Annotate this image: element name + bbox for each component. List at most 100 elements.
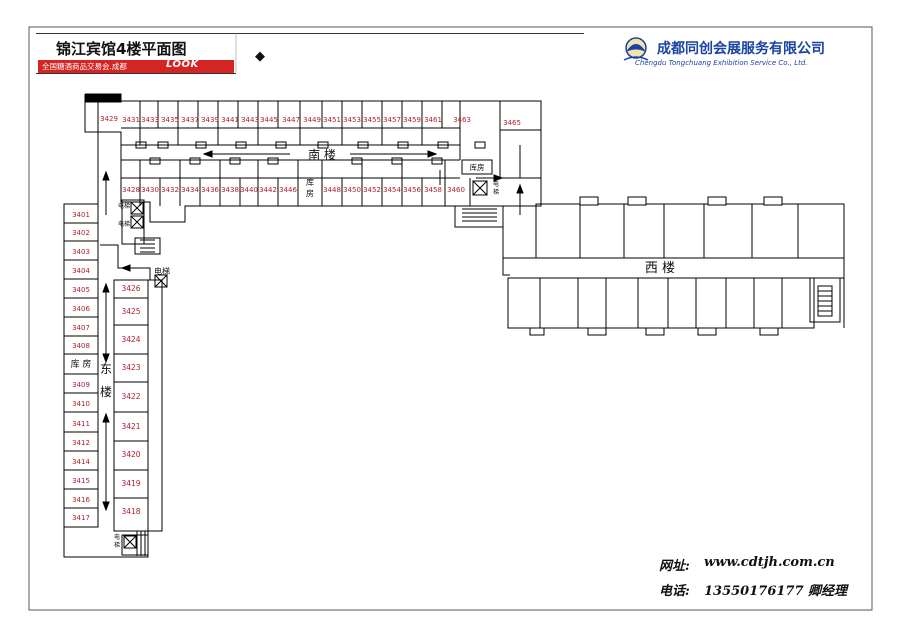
room-label: 3423 [121, 363, 140, 372]
elevator-label-south-1: 电 [114, 533, 120, 541]
storage-label-3460: 库房 [470, 162, 485, 172]
corridor-arrows-east [102, 264, 148, 512]
room-label: 3460 [447, 186, 465, 194]
room-label: 3412 [72, 439, 90, 447]
room-label: 3411 [72, 420, 90, 428]
room-label: 3451 [323, 116, 341, 124]
west-wing-label: 西 楼 [645, 261, 675, 276]
room-label: 3432 [161, 186, 179, 194]
room-label: 3459 [403, 116, 421, 124]
storage-label-south-1: 库 [306, 177, 314, 187]
lotus-emblem-icon [623, 37, 649, 61]
elevator-label-east: 电梯 [154, 266, 170, 276]
room-label: 3430 [141, 186, 159, 194]
room-labels-east-outer: 3401 3402 3403 3404 3405 3406 3407 3408 … [72, 211, 90, 522]
room-label: 3416 [72, 496, 90, 504]
room-label: 3435 [161, 116, 179, 124]
room-labels-north: 3429 3431 3433 3435 3437 3439 3441 3443 … [100, 115, 521, 127]
room-label: 3448 [323, 186, 341, 194]
event-banner: 全国糖酒商品交易会.成都 LOOK [38, 59, 234, 73]
facility-labels: 南 楼 西 楼 东 楼 库 房 库 房 库房 电梯 电梯 电梯 电 梯 电 梯 [71, 147, 676, 549]
room-label: 3408 [72, 342, 90, 350]
room-labels-east-inner: 3426 3425 3424 3423 3422 3421 3420 3419 … [121, 284, 140, 516]
east-wing-label-1: 东 [100, 362, 112, 376]
room-label: 3422 [121, 392, 140, 401]
page-frame [28, 26, 873, 611]
room-label: 3452 [363, 186, 381, 194]
room-label: 3437 [181, 116, 199, 124]
room-label: 3424 [121, 335, 140, 344]
room-label: 3401 [72, 211, 90, 219]
header-rule [36, 33, 584, 34]
room-label: 3418 [121, 507, 140, 516]
website-link[interactable]: www.cdtjh.com.cn [704, 555, 835, 570]
room-label: 3428 [122, 186, 140, 194]
header-marker: ◆ [255, 49, 265, 64]
banner-subtitle: 全国糖酒商品交易会.成都 [42, 62, 127, 71]
room-label: 3420 [121, 450, 140, 459]
banner-logo: LOOK [166, 59, 199, 70]
room-label: 3409 [72, 381, 90, 389]
room-label: 3457 [383, 116, 401, 124]
room-label: 3425 [121, 307, 140, 316]
phone-label: 电话: [659, 584, 690, 599]
room-label: 3417 [72, 514, 90, 522]
elevator-label-south-2: 梯 [114, 541, 120, 549]
room-label: 3410 [72, 400, 90, 408]
south-wing-label: 南 楼 [308, 147, 336, 162]
room-label: 3456 [403, 186, 421, 194]
company-name: 成都同创会展服务有限公司 [657, 41, 825, 57]
room-label: 3465 [503, 119, 521, 127]
room-label: 3438 [221, 186, 239, 194]
room-label: 3458 [424, 186, 442, 194]
room-label: 3441 [221, 116, 239, 124]
room-label: 3449 [303, 116, 321, 124]
room-label: 3434 [181, 186, 199, 194]
west-wing [502, 196, 845, 336]
room-label: 3405 [72, 286, 90, 294]
elevator-label-sw-2: 电梯 [118, 220, 130, 228]
phone-number: 13550176177 卿经理 [704, 584, 848, 599]
room-label: 3415 [72, 477, 90, 485]
room-labels-south: 3428 3430 3432 3434 3436 3438 3440 3442 … [122, 186, 465, 194]
east-wing [63, 132, 168, 558]
room-label: 3406 [72, 305, 90, 313]
room-label: 3447 [282, 116, 300, 124]
room-label: 3450 [343, 186, 361, 194]
room-label: 3461 [424, 116, 442, 124]
room-label: 3426 [121, 284, 140, 293]
room-label: 3431 [122, 116, 140, 124]
room-label: 3429 [100, 115, 118, 123]
room-label: 3453 [343, 116, 361, 124]
room-label: 3404 [72, 267, 90, 275]
room-label: 3454 [383, 186, 401, 194]
elevator-label-sw-1: 电梯 [118, 202, 130, 210]
storage-label-east: 库 房 [71, 358, 92, 370]
room-label: 3439 [201, 116, 219, 124]
storage-label-south-2: 房 [306, 188, 314, 198]
room-label: 3445 [260, 116, 278, 124]
room-label: 3443 [241, 116, 259, 124]
room-label: 3421 [121, 422, 140, 431]
room-label: 3407 [72, 324, 90, 332]
room-label: 3455 [363, 116, 381, 124]
room-label: 3402 [72, 229, 90, 237]
room-label: 3403 [72, 248, 90, 256]
elevator-label-3460-1: 电 [493, 180, 499, 188]
room-label: 3436 [201, 186, 219, 194]
room-label: 3463 [453, 116, 471, 124]
south-wing [84, 93, 542, 255]
room-label: 3419 [121, 479, 140, 488]
website-label: 网址: [659, 559, 690, 574]
room-label: 3446 [279, 186, 297, 194]
east-wing-label-2: 楼 [100, 384, 112, 399]
header-rule-2 [36, 73, 236, 74]
room-label: 3442 [259, 186, 277, 194]
room-label: 3414 [72, 458, 90, 466]
room-label: 3440 [240, 186, 258, 194]
company-name-en: Chengdu Tongchuang Exhibition Service Co… [635, 59, 808, 67]
page-title: 锦江宾馆4楼平面图 [56, 40, 187, 58]
room-label: 3433 [141, 116, 159, 124]
